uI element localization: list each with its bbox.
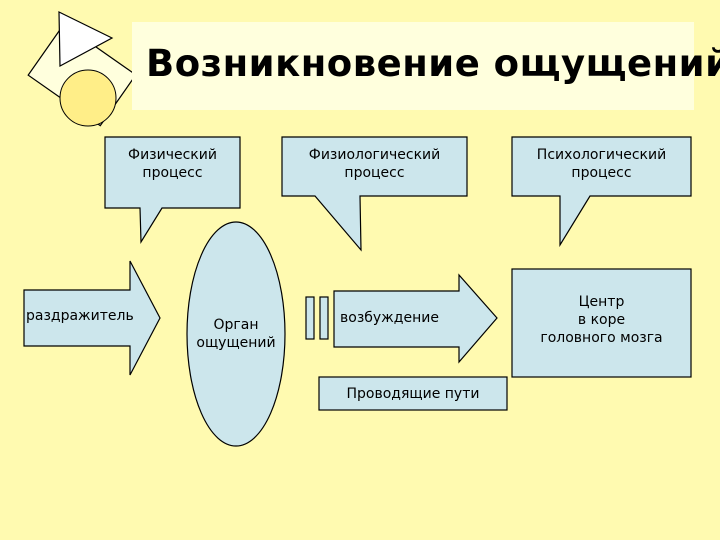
callout-physical-line-1: Физический <box>128 147 217 163</box>
logo-graphic <box>27 11 137 127</box>
sense-organ-ellipse <box>186 221 286 447</box>
callout-physiological-line-1: Физиологический <box>308 147 441 163</box>
sense-organ-line-1: Орган <box>213 317 259 333</box>
callout-psychological-label: Психологический процесс <box>512 146 691 182</box>
brain-center-line-2: в коре <box>577 312 626 328</box>
stimulus-arrow <box>23 260 161 376</box>
excitation-arrow <box>333 273 498 364</box>
excitation-label: возбуждение <box>340 310 439 326</box>
callout-physiological <box>281 136 468 252</box>
callout-physical-label: Физический процесс <box>105 146 240 182</box>
signal-bar-left <box>305 296 315 340</box>
sense-organ-line-2: ощущений <box>196 335 276 351</box>
brain-center-label: Центр в коре головного мозга <box>512 293 691 347</box>
callout-physical-line-2: процесс <box>142 165 203 181</box>
callout-physiological-label: Физиологический процесс <box>282 146 467 182</box>
sense-organ-label: Орган ощущений <box>180 316 292 352</box>
callout-physical <box>104 136 241 245</box>
brain-center-line-3: головного мозга <box>540 330 663 346</box>
callout-psychological <box>511 136 692 248</box>
logo-triangle <box>58 11 114 67</box>
pathways-box <box>318 376 508 411</box>
stimulus-label: раздражитель <box>26 308 134 324</box>
callout-psychological-line-1: Психологический <box>536 147 667 163</box>
logo-circle <box>59 69 117 127</box>
callout-physiological-line-2: процесс <box>344 165 405 181</box>
brain-center-box <box>511 268 692 378</box>
brain-center-line-1: Центр <box>578 294 625 310</box>
pathways-label: Проводящие пути <box>346 386 480 402</box>
slide-title: Возникновение ощущений <box>146 42 720 85</box>
title-panel <box>132 22 694 110</box>
signal-bar-right <box>319 296 329 340</box>
callout-psychological-line-2: процесс <box>571 165 632 181</box>
